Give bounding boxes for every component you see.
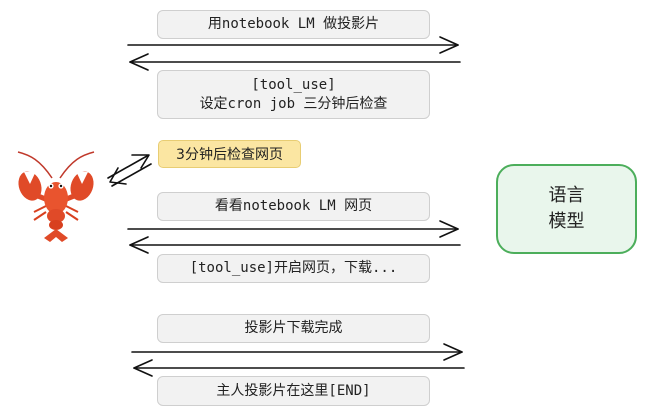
arrow-to-agent [129, 53, 461, 71]
reminder-text: 3分钟后检查网页 [176, 147, 283, 163]
message-slides-ready: 主人投影片在这里[END] [157, 376, 430, 406]
arrow-to-model [131, 343, 463, 361]
model-label: 模型 [548, 211, 585, 232]
message-text: 用notebook LM 做投影片 [207, 16, 380, 32]
language-model-box: 语言 模型 [496, 164, 637, 254]
message-text: 设定cron job 三分钟后检查 [199, 95, 388, 112]
message-text: [tool_use] [251, 76, 336, 93]
reminder-note: 3分钟后检查网页 [158, 140, 301, 168]
arrow-to-model [127, 220, 459, 238]
model-label: 语言 [548, 185, 585, 206]
reminder-double-arrow [107, 154, 152, 187]
message-text: [tool_use]开启网页，下载... [189, 260, 398, 276]
message-download-complete: 投影片下载完成 [157, 314, 430, 343]
message-request-slides: 用notebook LM 做投影片 [157, 10, 430, 39]
message-tool-use-download: [tool_use]开启网页，下载... [157, 254, 430, 283]
message-tool-use-cron: [tool_use] 设定cron job 三分钟后检查 [157, 70, 430, 119]
message-text: 投影片下载完成 [244, 320, 343, 336]
message-text: 主人投影片在这里[END] [216, 382, 371, 399]
message-text: 看看notebook LM 网页 [214, 198, 373, 214]
arrow-to-model [127, 36, 459, 54]
message-check-webpage: 看看notebook LM 网页 [157, 192, 430, 221]
lobster-icon [17, 151, 95, 242]
arrow-to-agent [129, 236, 461, 254]
arrow-to-agent [133, 359, 465, 377]
